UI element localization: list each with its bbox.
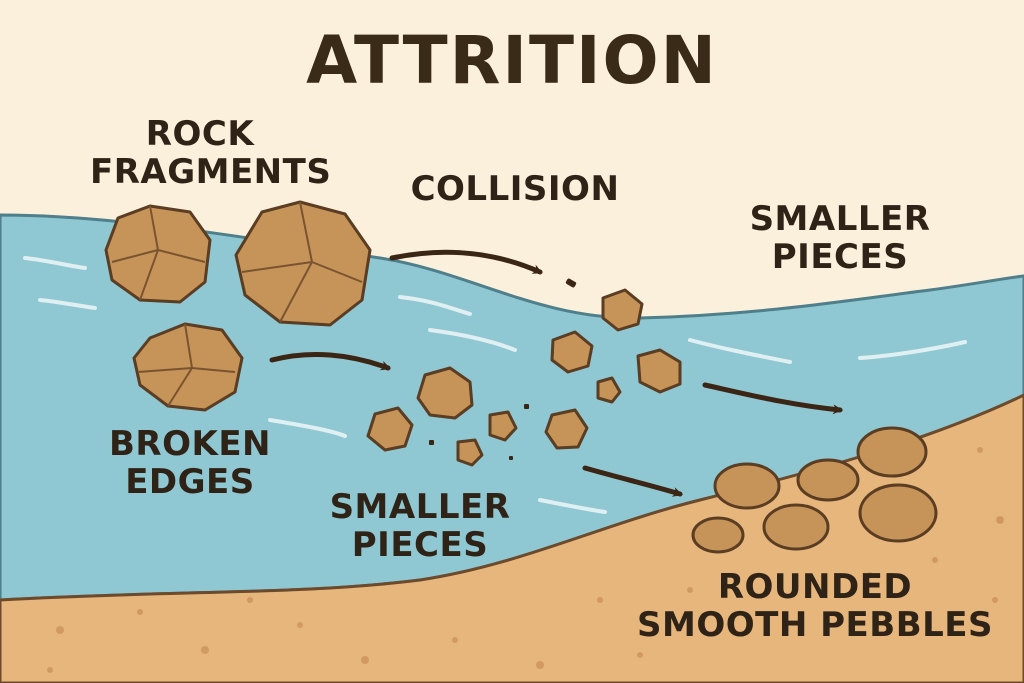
rounded-pebbles [691,426,938,554]
label-line: PIECES [351,525,489,566]
label-broken-edges: BROKEN EDGES [90,425,290,501]
water-streaks [23,256,967,514]
collision-arrow [389,249,543,275]
arrows [269,249,843,497]
label-line: ROUNDED [717,567,913,607]
label-line: ROCK [145,114,255,154]
label-line: EDGES [125,462,255,503]
deposit-arrow [582,465,683,497]
label-collision: COLLISION [410,169,620,209]
rock-fragment-2 [234,200,372,327]
label-smaller-pieces-bottom: SMALLER PIECES [315,488,525,564]
tumbling-arrow [702,382,843,415]
smaller-pieces [366,288,682,467]
label-line: SMOOTH PEBBLES [637,605,993,646]
rock-fragment-1 [104,204,212,304]
label-line: SMALLER [749,199,931,239]
label-smaller-pieces-top: SMALLER PIECES [740,200,940,276]
breaking-arrow [269,351,391,371]
diagram-title: ATTRITION [306,22,718,99]
debris [429,278,577,460]
rock-fragment-3 [132,322,244,412]
label-rock-fragments: ROCK FRAGMENTS [90,114,332,193]
label-line: PIECES [771,237,909,278]
label-line: BROKEN [108,424,272,464]
sand-speckles [47,447,1004,673]
label-line: SMALLER [329,487,511,527]
label-line: FRAGMENTS [90,152,332,193]
label-rounded-pebbles: ROUNDED SMOOTH PEBBLES [630,568,1000,644]
